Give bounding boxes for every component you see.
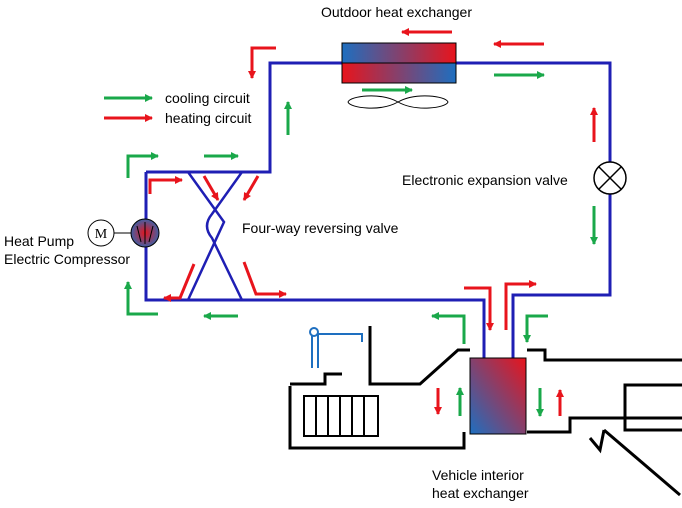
heating-arrow-h (163, 263, 196, 302)
vehicle-body-outline (288, 326, 682, 497)
interior-hx-label-line2: heat exchanger (432, 485, 529, 501)
legend-heating-label: heating circuit (165, 110, 252, 126)
four-way-valve (186, 171, 244, 301)
interior-hx-label-line1: Vehicle interior (432, 467, 524, 483)
cooling-arrow-e (126, 152, 159, 178)
compressor-label-line1: Heat Pump (4, 233, 75, 249)
compressor-label-line2: Electric Compressor (4, 251, 131, 267)
heating-arrow-k (504, 280, 537, 330)
heating-flow-arrows (148, 28, 598, 416)
heating-arrow-f (202, 175, 220, 201)
radiator-icon (303, 395, 379, 437)
motor-icon (87, 219, 115, 247)
legend (104, 94, 153, 122)
heating-arrow-e (148, 176, 183, 194)
motor-symbol: M (95, 227, 108, 242)
heating-arrow-j (464, 286, 494, 331)
legend-cooling-label: cooling circuit (165, 90, 250, 106)
heating-arrow-i (242, 261, 287, 298)
expansion-valve-label: Electronic expansion valve (402, 172, 568, 188)
cooling-flow-arrows (124, 71, 598, 417)
interior-heat-exchanger (469, 357, 527, 435)
fan-icon (347, 95, 449, 109)
expansion-valve-icon (593, 161, 627, 195)
heating-arrow-a (248, 46, 276, 79)
cooling-arrow-g (124, 281, 158, 316)
seat-icon (309, 327, 363, 368)
cooling-arrow-i (431, 312, 466, 344)
compressor-icon (113, 218, 160, 248)
heating-arrow-g (242, 175, 260, 201)
four-way-valve-label: Four-way reversing valve (242, 220, 399, 236)
outdoor-heat-exchanger (341, 42, 457, 84)
cooling-arrow-j (523, 314, 548, 343)
outdoor-heat-exchanger-label: Outdoor heat exchanger (321, 4, 472, 20)
